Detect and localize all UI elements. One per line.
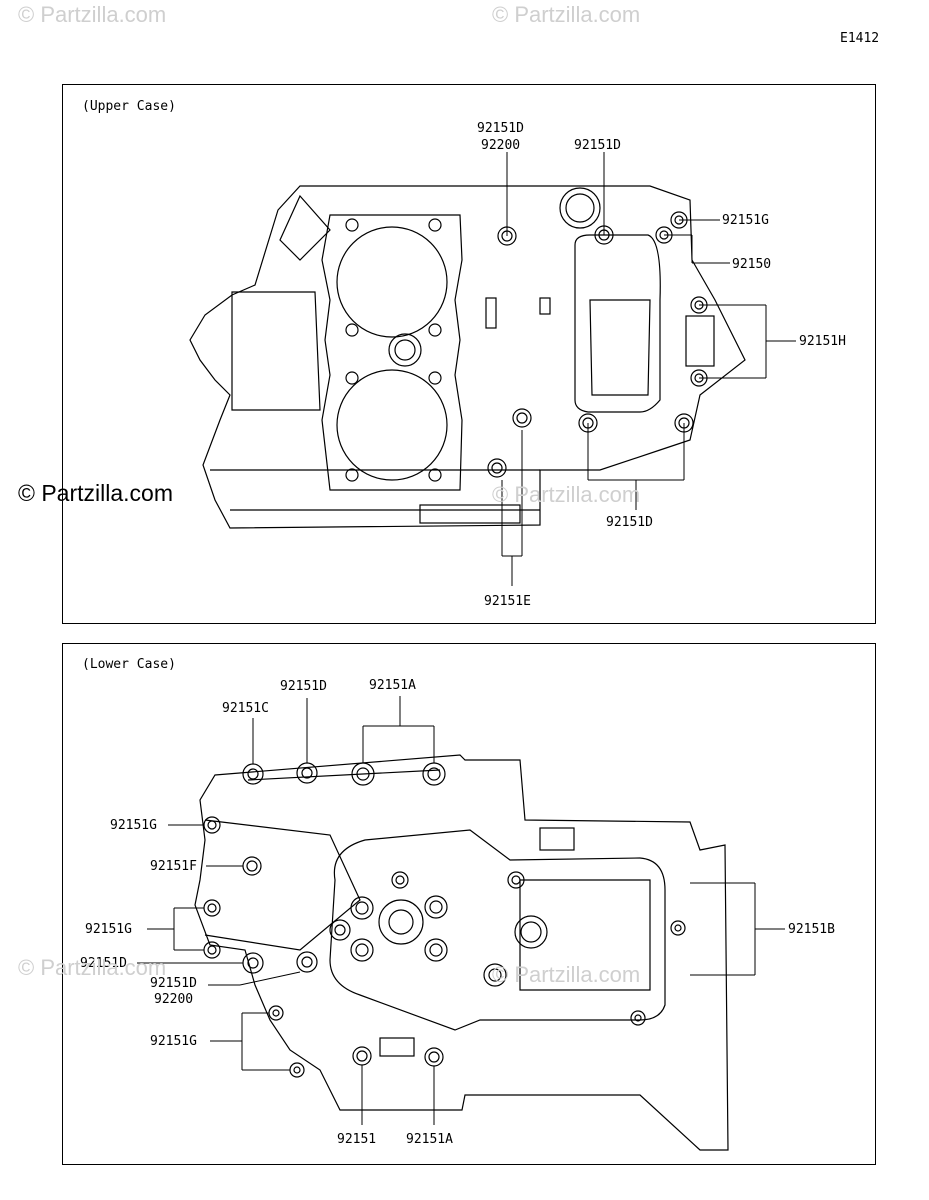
lower-label-92151a-top: 92151A [369,678,416,693]
upper-label-92151d-top: 92151D [477,121,524,136]
upper-cover-gasket [559,187,661,413]
lower-label-92151: 92151 [337,1132,376,1147]
lower-label-92151d-left: 92151D [80,956,127,971]
lower-label-92151d-top: 92151D [280,679,327,694]
upper-label-92150: 92150 [732,257,771,272]
watermark-top-center: © Partzilla.com [492,2,641,27]
upper-case-panel [62,84,876,624]
lower-gasket [329,829,666,1031]
upper-label-92151e: 92151E [484,594,531,609]
lower-label-92151b: 92151B [788,922,835,937]
upper-label-92151d-bottom: 92151D [606,515,653,530]
lower-label-92151c: 92151C [222,701,269,716]
upper-leader-lines [501,152,796,586]
lower-case-title: (Lower Case) [82,657,176,672]
lower-label-92200: 92200 [154,992,193,1007]
upper-label-92151d-mid: 92151D [574,138,621,153]
lower-label-92151g-1: 92151G [110,818,157,833]
lower-label-92151a-bottom: 92151A [406,1132,453,1147]
diagram-code: E1412 [840,31,880,46]
lower-bolts [203,762,686,1078]
upper-label-92200: 92200 [481,138,520,153]
lower-label-92151f: 92151F [150,859,197,874]
lower-case-panel [62,643,876,1165]
watermark-top-left: © Partzilla.com [18,2,167,27]
lower-leader-lines [137,696,785,1125]
watermark-upper-mid: © Partzilla.com [492,482,641,507]
upper-gasket [321,214,463,491]
upper-case-title: (Upper Case) [82,99,176,114]
watermark-lower-left: © Partzilla.com [18,955,167,980]
watermark-left-strong: © Partzilla.com [18,480,173,506]
lower-crankcase-outline [194,754,729,1151]
watermark-lower-mid: © Partzilla.com [492,962,641,987]
lower-label-92151g-3: 92151G [150,1034,197,1049]
upper-label-92151g: 92151G [722,213,769,228]
upper-label-92151h: 92151H [799,334,846,349]
lower-label-92151d-left2: 92151D [150,976,197,991]
upper-bolts [419,211,715,524]
lower-label-92151g-2: 92151G [85,922,132,937]
upper-crankcase-outline [189,185,746,529]
